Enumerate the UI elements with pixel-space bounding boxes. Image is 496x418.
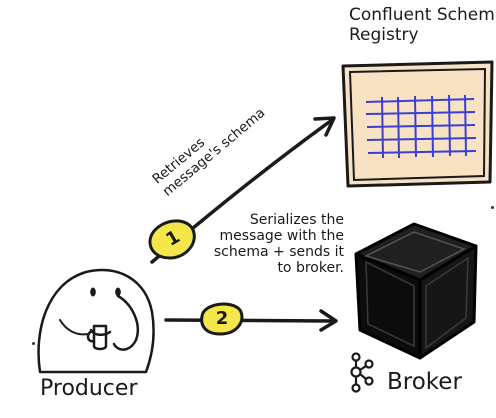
arrow-send-to-broker: [164, 309, 338, 332]
broker-label: Broker: [387, 369, 462, 395]
step-2-number: 2: [215, 308, 229, 329]
step-2-label-line-3: schema + sends it: [213, 244, 344, 261]
producer-character-icon: [37, 268, 155, 374]
broker-cube-icon: [354, 222, 478, 360]
step-2-label: Serializes the message with the schema +…: [196, 212, 344, 276]
schema-table-grid: [365, 94, 477, 159]
schema-registry-icon: [341, 60, 494, 188]
registry-title-line-1: Confluent Schem: [349, 5, 495, 25]
step-2-label-line-4: to broker.: [277, 260, 344, 277]
registry-title: Confluent Schem Registry: [349, 5, 495, 45]
step-2-label-line-1: Serializes the: [249, 212, 344, 228]
registry-title-line-2: Registry: [349, 24, 419, 45]
producer-label: Producer: [40, 376, 138, 401]
stray-mark: [32, 342, 35, 345]
kafka-logo-icon: [350, 352, 374, 393]
step-2-label-line-2: message with the: [219, 228, 345, 245]
coffee-mug-icon: [86, 324, 112, 351]
step-1-badge: [148, 219, 196, 260]
stray-mark: [491, 206, 494, 209]
step-2-badge: [200, 302, 244, 336]
